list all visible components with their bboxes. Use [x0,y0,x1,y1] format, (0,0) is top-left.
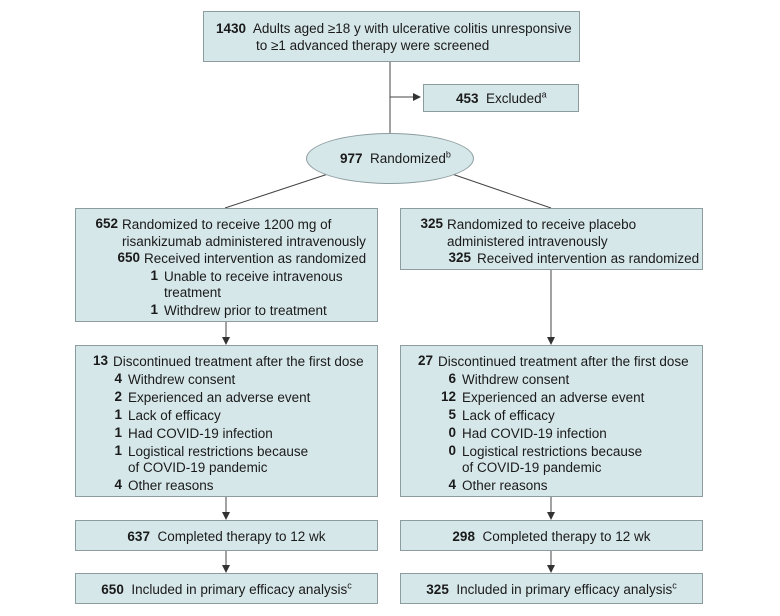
left-analysis-footnote: c [347,580,352,591]
right-reason-label: Experienced an adverse event [462,390,645,405]
randomized-count: 977 [340,151,363,166]
left-reason-label: Other reasons [128,478,214,493]
excluded-label: Excluded [486,91,542,106]
right-analysis-label: Included in primary efficacy analysis [456,582,673,597]
left-reason-label: Had COVID-19 infection [128,426,273,441]
left-sub-label: Unable to receive intravenous [164,269,343,284]
right-reason-count: 5 [448,407,456,422]
right-alloc-line2: administered intravenously [447,234,608,249]
right-analysis-box: 325 Included in primary efficacy analysi… [400,573,703,604]
left-sub-label: Withdrew prior to treatment [164,303,327,318]
right-reason-count: 4 [448,477,456,492]
right-discontinued-box: 27 Discontinued treatment after the firs… [400,345,703,497]
right-reason-count: 12 [440,389,456,404]
screened-line1: Adults aged ≥18 y with ulcerative coliti… [252,21,572,36]
screened-line2: to ≥1 advanced therapy were screened [256,38,490,53]
right-reason-count: 0 [448,443,456,458]
right-reason-count: 6 [448,371,456,386]
right-reason-label-cont: of COVID-19 pandemic [462,460,602,475]
right-reason-label: Other reasons [462,478,548,493]
right-completed-count: 298 [452,529,475,544]
left-reason-count: 4 [114,477,122,492]
left-reason-label: Lack of efficacy [128,408,221,423]
left-alloc-line1: Randomized to receive 1200 mg of [122,217,332,232]
left-reason-count: 1 [114,425,122,440]
randomized-footnote: b [445,149,451,160]
randomized-to-right-line [451,173,552,209]
right-received-label: Received intervention as randomized [477,251,700,266]
right-allocation-box: 325 Randomized to receive placebo admini… [400,208,703,270]
right-discontinued-label: Discontinued treatment after the first d… [438,354,689,369]
left-reason-count: 1 [114,443,122,458]
left-allocation-box: 652 Randomized to receive 1200 mg of ris… [75,208,378,322]
left-received-label: Received intervention as randomized [144,251,367,266]
right-reason-count: 0 [448,425,456,440]
right-alloc-line1: Randomized to receive placebo [447,217,637,232]
left-completed-box: 637 Completed therapy to 12 wk [75,520,378,551]
right-reason-label: Logistical restrictions because [462,444,643,459]
screened-box: 1430 Adults aged ≥18 y with ulcerative c… [203,11,580,62]
right-analysis-footnote: c [672,580,677,591]
left-discontinued-label: Discontinued treatment after the first d… [113,354,364,369]
excluded-box: 453 Excludeda [423,84,579,112]
left-sub-count: 1 [150,302,158,317]
randomized-label: Randomized [370,151,446,166]
right-received-count: 325 [448,250,471,265]
right-reason-label: Lack of efficacy [462,408,555,423]
left-completed-label: Completed therapy to 12 wk [157,529,326,544]
left-alloc-line2: risankizumab administered intravenously [122,234,366,249]
left-reason-label-cont: of COVID-19 pandemic [128,460,268,475]
left-received-count: 650 [117,250,140,265]
left-discontinued-box: 13 Discontinued treatment after the firs… [75,345,378,497]
excluded-footnote: a [541,89,547,100]
right-analysis-count: 325 [426,582,449,597]
randomized-ellipse: 977 Randomizedb [306,133,474,184]
left-analysis-box: 650 Included in primary efficacy analysi… [75,573,378,604]
right-completed-box: 298 Completed therapy to 12 wk [400,520,703,551]
left-alloc-count: 652 [95,216,118,231]
right-reason-label: Had COVID-19 infection [462,426,607,441]
left-sub-count: 1 [150,268,158,283]
left-reason-label: Experienced an adverse event [128,390,311,405]
right-completed-label: Completed therapy to 12 wk [482,529,651,544]
left-analysis-label: Included in primary efficacy analysis [131,582,348,597]
excluded-count: 453 [456,91,479,106]
left-reason-count: 1 [114,407,122,422]
screened-count: 1430 [216,21,247,36]
left-sub-label-cont: treatment [164,285,222,300]
right-discontinued-count: 27 [417,353,433,368]
left-discontinued-count: 13 [92,353,108,368]
right-alloc-count: 325 [420,216,443,231]
left-reason-count: 2 [114,389,122,404]
left-completed-count: 637 [127,529,150,544]
left-analysis-count: 650 [101,582,124,597]
randomized-to-left-line [224,173,329,209]
left-reason-count: 4 [114,371,122,386]
right-reason-label: Withdrew consent [462,372,570,387]
left-reason-label: Withdrew consent [128,372,236,387]
left-reason-label: Logistical restrictions because [128,444,309,459]
